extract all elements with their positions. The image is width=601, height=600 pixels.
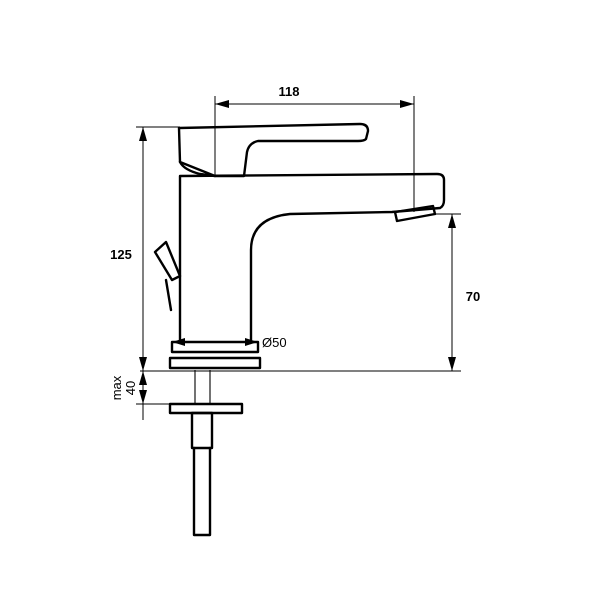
handle-joint <box>178 160 217 178</box>
mounting-bolt-upper <box>194 370 211 405</box>
max-thickness-label-line1: max <box>109 375 124 400</box>
faucet-base-plate <box>168 356 262 370</box>
supply-hose <box>192 446 212 537</box>
faucet-outline <box>153 122 446 370</box>
faucet-handle <box>177 122 370 178</box>
aerator <box>393 204 437 223</box>
dimension-spout-reach: 118 <box>214 84 415 212</box>
spout-height-label: 70 <box>466 289 480 304</box>
max-thickness-label-line2: 40 <box>123 381 138 395</box>
mounting-washer <box>168 402 244 415</box>
mounting-nut <box>190 411 214 450</box>
faucet-body <box>178 172 446 344</box>
pop-up-rod <box>153 240 182 312</box>
total-height-label: 125 <box>110 247 132 262</box>
mounting-hardware <box>168 370 244 537</box>
dimension-max-thickness: max 40 <box>109 356 170 420</box>
dimension-spout-height: 70 <box>436 213 480 371</box>
base-diameter-label: Ø50 <box>262 335 287 350</box>
spout-reach-label: 118 <box>279 84 300 99</box>
dimension-base-diameter: Ø50 <box>172 335 287 350</box>
